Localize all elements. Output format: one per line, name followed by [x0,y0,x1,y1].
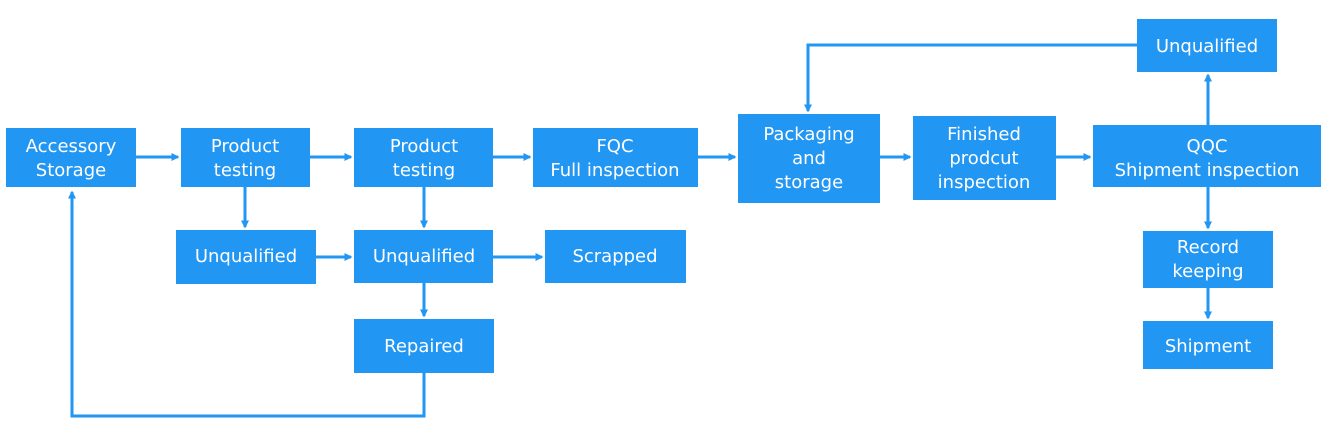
node-unqualified-2: Unqualified [354,230,493,283]
arrow-unqualified-to-packaging [804,43,1137,113]
node-label: Unqualified [195,246,297,267]
node-repaired: Repaired [354,319,494,373]
arrow-repaired-to-accessory [68,190,426,418]
node-label: Repaired [384,336,464,357]
node-label: Unqualified [373,246,475,267]
node-unqualified-1: Unqualified [176,230,316,284]
connectors [68,43,1212,418]
node-label: Unqualified [1156,36,1258,57]
node-shipment: Shipment [1143,321,1273,369]
node-scrapped: Scrapped [545,230,686,283]
node-unqualified-qqc: Unqualified [1137,19,1277,72]
node-label: Shipment [1165,336,1251,357]
node-label: Scrapped [572,246,657,267]
